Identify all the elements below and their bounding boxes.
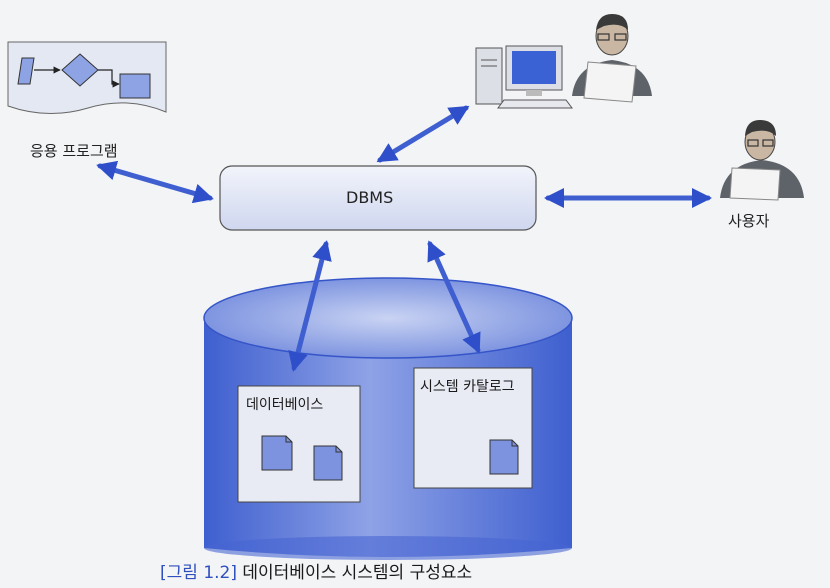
system-catalog-box [413, 367, 533, 489]
dbms-label: DBMS [346, 188, 394, 207]
arrow-dbms-computer [376, 105, 470, 163]
database-label: 데이터베이스 [246, 397, 324, 413]
application-program-icon [7, 41, 167, 114]
user-icon [720, 120, 804, 201]
arrow-dbms-database [288, 240, 332, 372]
figure-number: [그림 1.2] [160, 563, 237, 583]
document-icon [313, 445, 343, 481]
computer-icon [475, 45, 573, 109]
user-label: 사용자 [728, 212, 770, 230]
database-box [237, 385, 361, 503]
figure-caption: [그림 1.2] 데이터베이스 시스템의 구성요소 [160, 558, 472, 583]
system-catalog-label: 시스템 카탈로그 [420, 379, 515, 395]
arrow-dbms-catalog [427, 240, 481, 354]
arrow-app-dbms [96, 160, 214, 204]
dbms-box [219, 165, 537, 231]
app-program-label: 응용 프로그램 [30, 142, 118, 160]
figure-title: 데이터베이스 시스템의 구성요소 [242, 563, 473, 583]
person-at-computer-icon [572, 14, 652, 103]
document-icon [261, 435, 293, 471]
document-icon [489, 439, 519, 475]
